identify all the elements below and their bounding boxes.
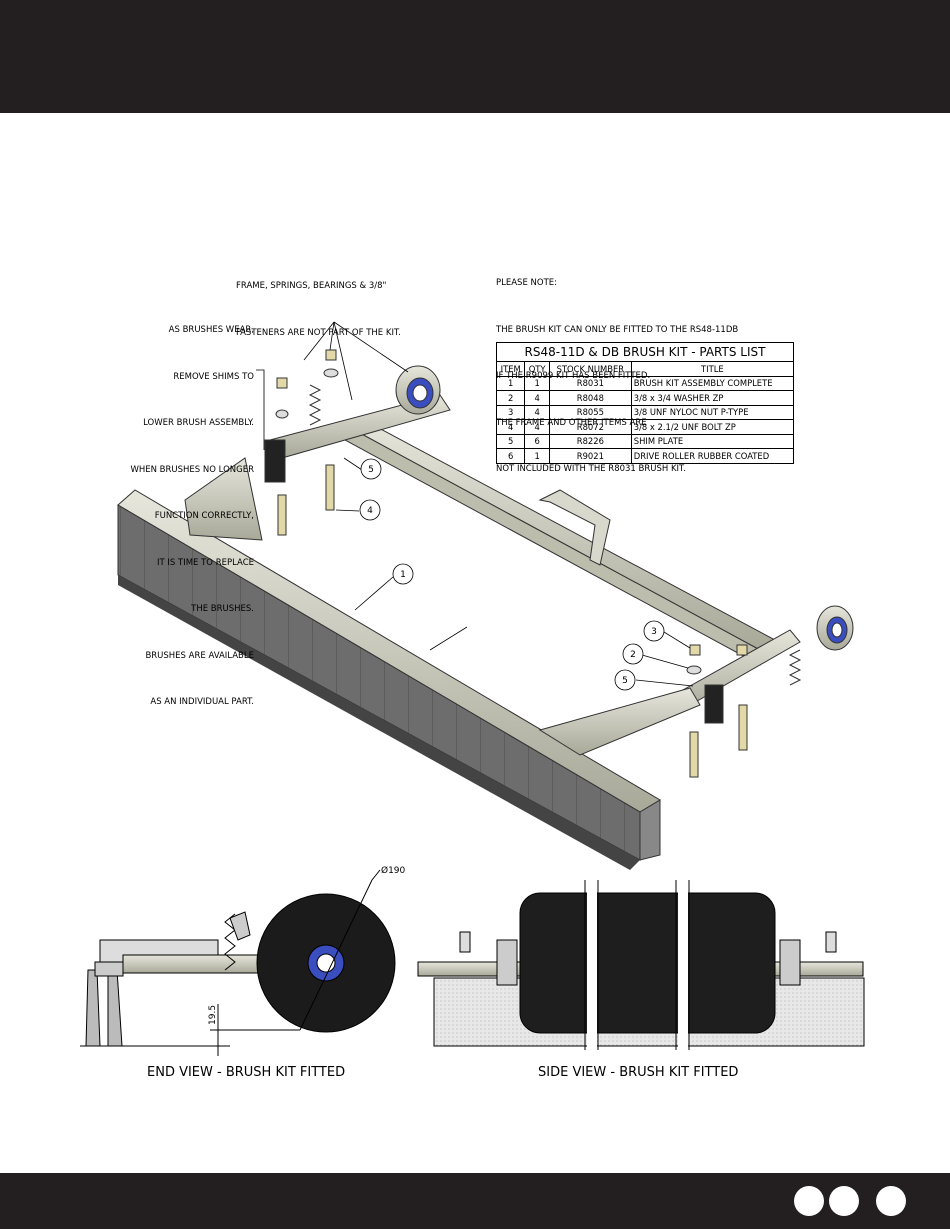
balloon-label: 5 — [368, 465, 374, 475]
balloon-5b — [614, 669, 636, 691]
cell-stock: R8055 — [548, 404, 632, 420]
header-bar — [0, 0, 950, 113]
cell-qty: 1 — [524, 375, 550, 391]
cell-item: 1 — [495, 375, 526, 391]
table-row: 5 6 R8226 SHIM PLATE — [495, 433, 795, 449]
balloons — [359, 458, 665, 691]
note-line: REMOVE SHIMS TO — [173, 371, 254, 382]
side-view — [417, 878, 865, 1053]
cell-stock: R8048 — [548, 390, 632, 406]
table-row: 1 1 R8031 BRUSH KIT ASSEMBLY COMPLETE — [495, 375, 795, 391]
cell-stock: R8072 — [548, 419, 632, 435]
table-row: 4 4 R8072 3/8 x 2.1/2 UNF BOLT ZP — [495, 419, 795, 435]
note-line: FASTENERS ARE NOT PART OF THE KIT. — [236, 327, 401, 338]
cell-title: 3/8 x 3/4 WASHER ZP — [630, 390, 795, 406]
note-line: LOWER BRUSH ASSEMBLY. — [143, 418, 254, 428]
balloon-label: 5 — [622, 676, 628, 686]
cell-item: 3 — [495, 404, 526, 420]
cell-item: 5 — [495, 433, 526, 449]
table-row: 3 4 R8055 3/8 UNF NYLOC NUT P-TYPE — [495, 404, 795, 420]
note-line: FRAME, SPRINGS, BEARINGS & 3/8" — [236, 281, 387, 291]
cell-stock: R9021 — [548, 448, 632, 464]
cell-item: 4 — [495, 419, 526, 435]
note-line: IT IS TIME TO REPLACE — [157, 557, 254, 568]
cell-item: 2 — [495, 390, 526, 406]
note-line: AS AN INDIVIDUAL PART. — [150, 697, 254, 707]
cell-stock: R8031 — [548, 375, 632, 391]
note-line: AS BRUSHES WEAR, — [168, 325, 254, 335]
balloon-5a — [360, 458, 382, 480]
balloon-4 — [359, 499, 381, 521]
balloon-label: 1 — [400, 570, 406, 580]
note-line: PLEASE NOTE: — [496, 278, 557, 288]
note-line: THE BRUSHES. — [191, 604, 254, 614]
note-line: FUNCTION CORRECTLY, — [154, 511, 254, 521]
note-line: BRUSHES ARE AVAILABLE — [145, 650, 254, 661]
cell-title: SHIM PLATE — [630, 433, 795, 449]
parts-list-table: RS48-11D & DB BRUSH KIT - PARTS LIST ITE… — [495, 342, 795, 464]
brush-assembly — [117, 489, 661, 870]
table-row: 2 4 R8048 3/8 x 3/4 WASHER ZP — [495, 390, 795, 406]
balloon-label: 3 — [651, 627, 657, 637]
note-line: THE BRUSH KIT CAN ONLY BE FITTED TO THE … — [496, 324, 739, 335]
balloon-3 — [643, 620, 665, 642]
table-row: 6 1 R9021 DRIVE ROLLER RUBBER COATED — [495, 448, 795, 464]
table-header-row: ITEM QTY STOCK NUMBER TITLE — [495, 361, 795, 377]
side-view-caption: SIDE VIEW - BRUSH KIT FITTED — [538, 1065, 739, 1080]
cell-qty: 6 — [524, 433, 550, 449]
diameter-dimension: Ø190 — [381, 865, 406, 876]
column-header: TITLE — [630, 361, 795, 377]
frame — [184, 365, 854, 756]
cell-qty: 4 — [524, 404, 550, 420]
note-line: NOT INCLUDED WITH THE R8031 BRUSH KIT. — [496, 464, 686, 474]
balloon-label: 4 — [367, 506, 373, 516]
frame-note: FRAME, SPRINGS, BEARINGS & 3/8" FASTENER… — [236, 248, 401, 357]
end-view — [80, 869, 396, 1056]
column-header: STOCK NUMBER — [548, 361, 632, 377]
note-line: WHEN BRUSHES NO LONGER — [130, 464, 254, 475]
height-dimension: 19.5 — [208, 1005, 218, 1025]
page-indicator-dot — [876, 1186, 906, 1216]
parts-list-title: RS48-11D & DB BRUSH KIT - PARTS LIST — [496, 342, 794, 361]
footer-bar — [0, 1173, 950, 1229]
cell-title: DRIVE ROLLER RUBBER COATED — [630, 448, 795, 464]
balloon-1 — [392, 563, 414, 585]
page-indicator-dot — [829, 1186, 859, 1216]
cell-title: 3/8 x 2.1/2 UNF BOLT ZP — [630, 419, 795, 435]
page-indicator-dot — [794, 1186, 824, 1216]
brushes-note: AS BRUSHES WEAR, REMOVE SHIMS TO LOWER B… — [100, 292, 254, 726]
cell-stock: R8226 — [548, 433, 632, 449]
cell-item: 6 — [495, 448, 526, 464]
cell-qty: 1 — [524, 448, 550, 464]
cell-title: BRUSH KIT ASSEMBLY COMPLETE — [630, 375, 795, 391]
cell-title: 3/8 UNF NYLOC NUT P-TYPE — [630, 404, 795, 420]
end-view-caption: END VIEW - BRUSH KIT FITTED — [147, 1065, 346, 1080]
cell-qty: 4 — [524, 390, 550, 406]
cell-qty: 4 — [524, 419, 550, 435]
fasteners — [275, 349, 802, 778]
balloon-label: 2 — [630, 650, 636, 660]
column-header: QTY — [524, 361, 550, 377]
leader-lines — [256, 321, 694, 687]
balloon-2 — [622, 643, 644, 665]
column-header: ITEM — [495, 361, 526, 377]
